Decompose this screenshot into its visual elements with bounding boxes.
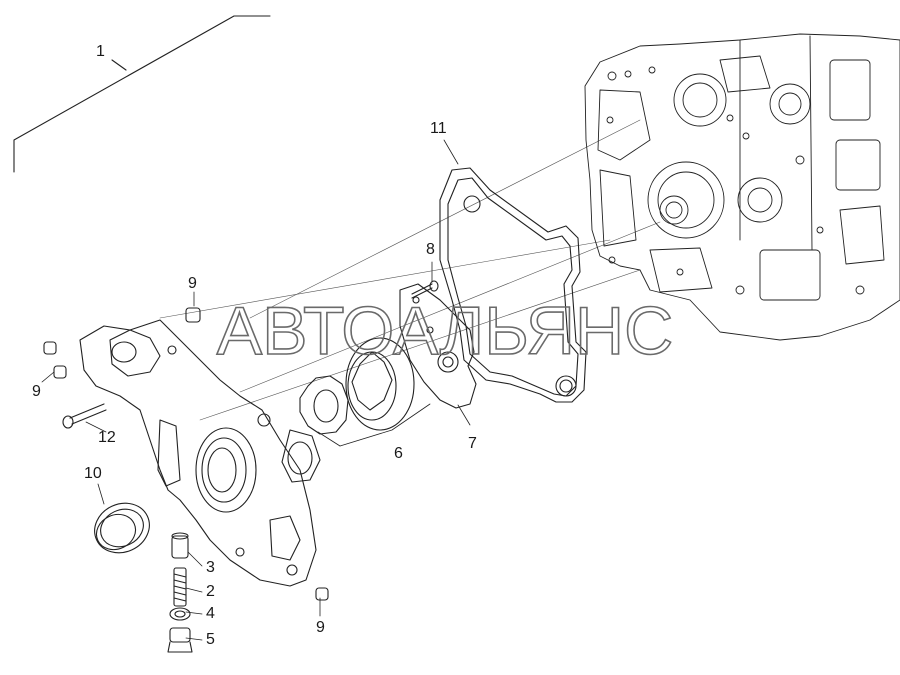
callout-7: 7 bbox=[468, 435, 477, 452]
plug-9-top bbox=[185, 307, 201, 323]
callout-12: 12 bbox=[98, 429, 116, 446]
callout-10: 10 bbox=[84, 465, 102, 482]
callout-5: 5 bbox=[206, 631, 215, 648]
bolt-12 bbox=[62, 403, 107, 429]
plug-9-bottom bbox=[315, 587, 329, 601]
plug-5 bbox=[167, 627, 193, 653]
callout-2: 2 bbox=[206, 583, 215, 600]
sleeve-3 bbox=[171, 532, 189, 559]
callout-11: 11 bbox=[430, 120, 447, 137]
seal-ring-10 bbox=[94, 502, 150, 554]
cover-plate-7 bbox=[399, 283, 477, 409]
callout-9-bottom: 9 bbox=[316, 619, 325, 636]
spring-2 bbox=[173, 567, 187, 607]
rotor-set-6 bbox=[299, 337, 415, 435]
pump-housing bbox=[79, 319, 321, 587]
plug-9-left bbox=[43, 341, 67, 379]
watermark-text: АВТОАЛЬЯНС bbox=[217, 296, 673, 366]
bolt-8 bbox=[411, 280, 439, 299]
callout-3: 3 bbox=[206, 559, 215, 576]
gasket-11 bbox=[439, 167, 587, 403]
callout-6: 6 bbox=[394, 445, 403, 462]
engine-block bbox=[584, 33, 900, 341]
watermark: АВТОАЛЬЯНС bbox=[216, 296, 674, 366]
callout-4: 4 bbox=[206, 605, 215, 622]
callout-1: 1 bbox=[96, 43, 105, 60]
leader-lines bbox=[41, 139, 471, 641]
callout-9-top: 9 bbox=[188, 275, 197, 292]
washer-4 bbox=[169, 607, 191, 621]
assembly-bracket bbox=[13, 15, 271, 173]
callout-9-left: 9 bbox=[32, 383, 41, 400]
callout-8: 8 bbox=[426, 241, 435, 258]
alignment-lines bbox=[159, 119, 661, 421]
